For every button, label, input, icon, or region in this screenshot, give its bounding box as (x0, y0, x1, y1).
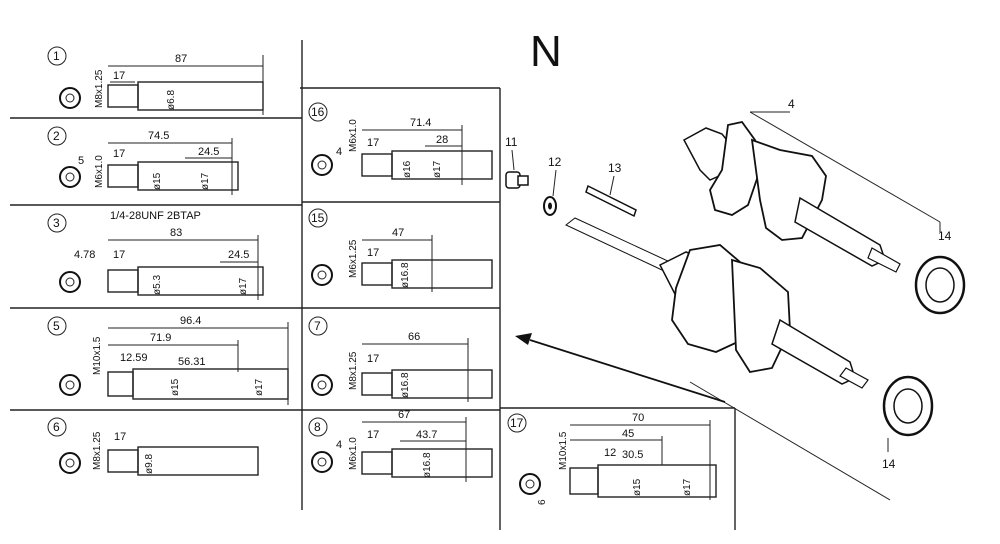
panel-5-dia: ø15 (170, 378, 181, 396)
panel-7-thread: M8x1.25 (348, 351, 359, 390)
washer-part (543, 196, 557, 216)
panel-16-number: 16 (311, 105, 325, 119)
panel-15-thread: M6x1.25 (348, 239, 359, 278)
callout-4: 4 (788, 97, 795, 111)
panel-5-l4: 56.31 (178, 356, 206, 368)
panel-2-mid: 17 (113, 148, 125, 160)
panel-1-thread: M8x1.25 (94, 69, 105, 108)
panel-5-dia2: ø17 (254, 378, 265, 396)
panel-6-thread: M8x1.25 (92, 431, 103, 470)
panel-16-dia2: ø17 (432, 160, 443, 178)
panel-6-mid: 17 (114, 431, 126, 443)
panel-8: 8 4 M6x1.0 67 43.7 17 ø16.8 (308, 409, 493, 482)
panel-8-thread: M6x1.0 (348, 437, 359, 470)
panel-2: 2 5 M6x1.0 74.5 24.5 17 ø15 ø17 (47, 126, 239, 195)
panel-3-length: 83 (170, 227, 182, 239)
panel-2-dia: ø15 (152, 172, 163, 190)
panel-6-number: 6 (53, 420, 60, 434)
callout-12: 12 (548, 155, 562, 169)
panel-15-mid: 17 (367, 247, 379, 259)
panel-8-dia: ø16.8 (422, 452, 433, 478)
key-part (585, 184, 637, 218)
panel-3-number: 3 (53, 216, 60, 230)
panel-16-length: 71.4 (410, 117, 431, 129)
panel-8-tail: 43.7 (416, 429, 437, 441)
panel-17-l4: 30.5 (622, 449, 643, 461)
panel-7-length: 66 (408, 331, 420, 343)
panel-8-side: 4 (336, 439, 342, 451)
callout-14b: 14 (882, 457, 896, 471)
panel-8-mid: 17 (367, 429, 379, 441)
panel-16-tail: 28 (436, 134, 448, 146)
crankshaft-lower (658, 244, 869, 389)
panel-3-dia2: ø17 (238, 277, 249, 295)
panel-17-side: 6 (537, 499, 548, 505)
panel-3-dia: ø5.3 (152, 275, 163, 295)
panel-5: 5 M10x1.5 96.4 71.9 12.59 56.31 ø15 ø17 (47, 315, 289, 405)
panel-3-mid: 17 (113, 249, 125, 261)
panel-17-l3: 12 (604, 447, 616, 459)
panel-15-number: 15 (311, 211, 325, 225)
panel-15-dia: ø16.8 (400, 262, 411, 288)
panel-17-dia2: ø17 (682, 478, 693, 496)
panel-2-side: 5 (78, 155, 84, 167)
panel-5-thread: M10x1.5 (92, 336, 103, 375)
bolt-part (505, 171, 529, 189)
panel-1-number: 1 (53, 49, 60, 63)
panel-grid (10, 40, 736, 530)
panel-7-number: 7 (314, 319, 321, 333)
arrow-head-icon (515, 333, 532, 345)
panel-7-dia: ø16.8 (400, 372, 411, 398)
panel-17-l2: 45 (622, 428, 634, 440)
panel-2-tail: 24.5 (198, 146, 219, 158)
callout-11: 11 (505, 135, 518, 149)
panel-8-length: 67 (398, 409, 410, 421)
panel-5-l2: 71.9 (150, 332, 171, 344)
panel-15-length: 47 (392, 227, 404, 239)
bearing-lower (882, 375, 934, 437)
section-letter: N (530, 27, 562, 76)
panel-7-mid: 17 (367, 353, 379, 365)
crankshaft-upper (682, 120, 901, 273)
panel-2-number: 2 (53, 129, 60, 143)
panel-17-number: 17 (510, 416, 524, 430)
callout-14a: 14 (938, 229, 952, 243)
panel-3-side: 4.78 (74, 249, 95, 261)
panel-3-tail: 24.5 (228, 249, 249, 261)
panel-17-length: 70 (632, 412, 644, 424)
exploded-view: 11 12 13 4 14 (505, 97, 966, 501)
panel-17-thread: M10x1.5 (558, 431, 569, 470)
panel-1-length: 87 (175, 53, 187, 65)
panel-8-number: 8 (314, 420, 321, 434)
panel-16: 16 4 M6x1.0 71.4 28 17 ø16 ø17 (308, 102, 493, 185)
panel-17-dia: ø15 (632, 478, 643, 496)
panel-2-length: 74.5 (148, 130, 169, 142)
panel-16-side: 4 (336, 146, 342, 158)
panel-1-dia: ø6.8 (166, 90, 177, 110)
panel-1-mid: 17 (113, 70, 125, 82)
panel-5-length: 96.4 (180, 315, 201, 327)
panel-2-thread: M6x1.0 (94, 155, 105, 188)
panel-6: 6 M8x1.25 17 ø9.8 (47, 417, 259, 476)
panel-17: 17 6 M10x1.5 70 45 12 30.5 ø15 ø17 (507, 412, 717, 505)
panel-5-number: 5 (53, 319, 60, 333)
bearing-upper (914, 255, 966, 315)
panel-1: 1 M8x1.25 87 17 ø6.8 (47, 46, 264, 115)
panel-5-l3: 12.59 (120, 352, 148, 364)
panel-7: 7 M8x1.25 66 17 ø16.8 (308, 316, 493, 402)
callout-13: 13 (608, 161, 622, 175)
panel-6-dia: ø9.8 (144, 454, 155, 474)
panel-16-thread: M6x1.0 (348, 119, 359, 152)
panel-3: 3 1/4-28UNF 2BTAP 4.78 83 24.5 17 ø5.3 ø… (47, 210, 264, 300)
panel-2-dia2: ø17 (200, 172, 211, 190)
panel-15: 15 M6x1.25 47 17 ø16.8 (308, 208, 493, 292)
panel-3-title: 1/4-28UNF 2BTAP (110, 210, 201, 222)
panel-16-dia: ø16 (402, 160, 413, 178)
panel-16-mid: 17 (367, 137, 379, 149)
